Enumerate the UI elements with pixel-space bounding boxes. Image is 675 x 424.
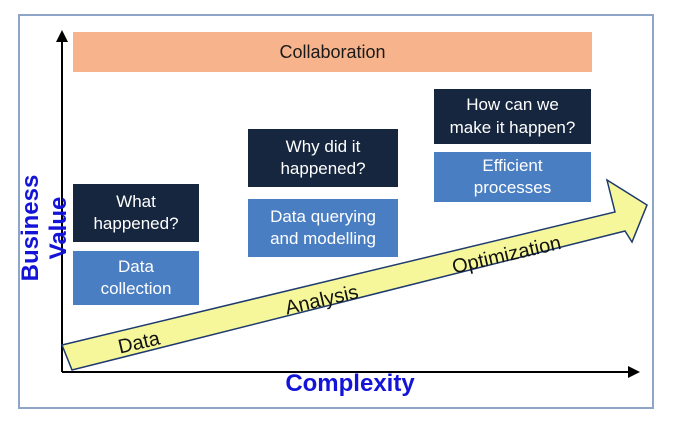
stage-2-activity: Data querying and modelling (270, 206, 376, 248)
stage-2-question: Why did it happened? (280, 136, 366, 178)
x-axis-label: Complexity (285, 370, 415, 397)
stage-2-question-box: Why did it happened? (248, 129, 398, 187)
progression-arrow (60, 178, 648, 371)
collaboration-bar: Collaboration (73, 32, 592, 72)
stage-1-activity: Data collection (100, 256, 172, 298)
stage-1-question-box: What happened? (73, 184, 199, 242)
stage-3-activity-box: Efficient processes (434, 152, 591, 202)
stage-1-activity-box: Data collection (73, 251, 199, 305)
stage-1-question: What happened? (93, 191, 179, 233)
stage-3-activity: Efficient processes (473, 155, 552, 197)
collaboration-label: Collaboration (279, 41, 386, 62)
y-axis-label: Business Value (17, 174, 72, 282)
y-axis-arrowhead (56, 30, 68, 42)
stage-3-question: How can we make it happen? (449, 95, 576, 137)
stage-2-activity-box: Data querying and modelling (248, 199, 398, 257)
x-axis-arrowhead (628, 366, 640, 378)
stage-3-question-box: How can we make it happen? (434, 89, 591, 144)
